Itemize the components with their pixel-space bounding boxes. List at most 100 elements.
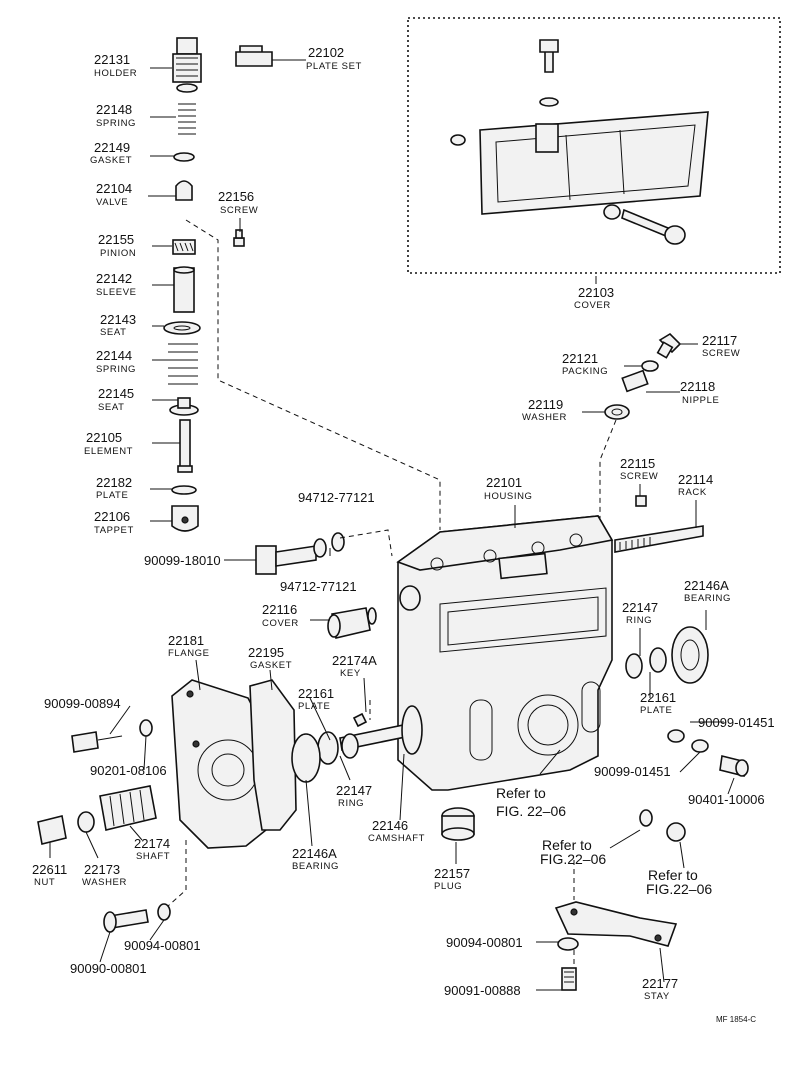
label-94712-77121-top: 94712-77121: [298, 490, 375, 505]
label-22103-name: COVER: [574, 300, 611, 311]
label-22101-number: 22101: [486, 475, 522, 490]
rack-drawing: [614, 525, 704, 553]
label-22177-number: 22177: [642, 976, 678, 991]
cover-assembly-drawing: [450, 39, 709, 245]
label-22147-right-number: 22147: [622, 600, 658, 615]
label-22161-right-number: 22161: [640, 690, 676, 705]
cover-22116-drawing: [327, 607, 377, 639]
label-22146A-left-number: 22146A: [292, 846, 337, 861]
label-22157-number: 22157: [434, 866, 470, 881]
ref3-line2: FIG.22–06: [646, 881, 712, 897]
label-22147-left-number: 22147: [336, 783, 372, 798]
ref3-line1: Refer to: [648, 867, 698, 883]
label-22173-number: 22173: [84, 862, 120, 877]
label-22116-name: COVER: [262, 618, 299, 629]
label-22177-name: STAY: [644, 991, 670, 1002]
label-22146-name: CAMSHAFT: [368, 833, 425, 844]
bolt-washers-drawing: [255, 532, 345, 575]
label-22119-number: 22119: [528, 397, 563, 412]
gasket-drawing: [249, 679, 297, 831]
label-90401-10006: 90401-10006: [688, 792, 765, 807]
label-22103-number: 22103: [578, 285, 614, 300]
label-22145-name: SEAT: [98, 402, 125, 413]
label-22174-number: 22174: [134, 836, 170, 851]
label-90094-00801-b: 90094-00801: [446, 935, 523, 950]
plate-set-drawing: [235, 45, 273, 67]
label-22101-name: HOUSING: [484, 491, 533, 502]
standard-part-labels: 94712-77121 94712-77121 90099-18010 9009…: [44, 490, 775, 998]
label-22611-name: NUT: [34, 877, 55, 888]
plug-drawing: [441, 807, 475, 841]
pump-element-stack-drawing: [163, 37, 202, 532]
label-22147-right-name: RING: [626, 615, 652, 626]
screw-22115-drawing: [635, 495, 647, 507]
label-22161-left-name: PLATE: [298, 701, 330, 712]
label-22117-name: SCREW: [702, 348, 740, 359]
ref2-line2: FIG.22–06: [540, 851, 606, 867]
label-22148-number: 22148: [96, 102, 132, 117]
label-22161-left-number: 22161: [298, 686, 334, 701]
label-22114-number: 22114: [678, 472, 713, 487]
label-22149-number: 22149: [94, 140, 130, 155]
label-22174A-number: 22174A: [332, 653, 377, 668]
label-22131-name: HOLDER: [94, 68, 137, 79]
label-90201-08106: 90201-08106: [90, 763, 167, 778]
label-22142-number: 22142: [96, 271, 132, 286]
label-22121-name: PACKING: [562, 366, 608, 377]
label-22195-number: 22195: [248, 645, 284, 660]
label-22173-name: WASHER: [82, 877, 127, 888]
label-22181-number: 22181: [168, 633, 204, 648]
label-22106-name: TAPPET: [94, 525, 134, 536]
label-22115-name: SCREW: [620, 471, 658, 482]
label-22131-number: 22131: [94, 52, 130, 67]
label-22145-number: 22145: [98, 386, 134, 401]
label-22146A-right-number: 22146A: [684, 578, 729, 593]
ref1-line2: FIG. 22–06: [496, 803, 566, 819]
label-22118-name: NIPPLE: [682, 395, 719, 406]
label-22146-number: 22146: [372, 818, 408, 833]
label-22106-number: 22106: [94, 509, 130, 524]
screw-22156-drawing: [233, 229, 245, 247]
label-22182-number: 22182: [96, 475, 132, 490]
label-22146A-left-name: BEARING: [292, 861, 339, 872]
label-22115-number: 22115: [620, 456, 655, 471]
label-22118-number: 22118: [680, 379, 715, 394]
assembly-lines: [167, 219, 617, 965]
bottom-left-parts-drawing: [37, 719, 171, 933]
label-90091-00888: 90091-00888: [444, 983, 521, 998]
figure-references: Refer to FIG. 22–06 Refer to FIG.22–06 R…: [496, 785, 712, 897]
leader-lines: [49, 59, 735, 991]
label-22105-name: ELEMENT: [84, 446, 133, 457]
label-22146A-right-name: BEARING: [684, 593, 731, 604]
label-22148-name: SPRING: [96, 118, 136, 129]
label-22119-name: WASHER: [522, 412, 567, 423]
label-22181-name: FLANGE: [168, 648, 210, 659]
label-94712-77121-bottom: 94712-77121: [280, 579, 357, 594]
label-22143-name: SEAT: [100, 327, 127, 338]
label-22174-name: SHAFT: [136, 851, 170, 862]
label-22142-name: SLEEVE: [96, 287, 137, 298]
cover-inset-box: [407, 17, 781, 274]
label-22161-right-name: PLATE: [640, 705, 672, 716]
label-90099-01451-b: 90099-01451: [594, 764, 671, 779]
label-22121-number: 22121: [562, 351, 598, 366]
label-22156-name: SCREW: [220, 205, 258, 216]
label-22157-name: PLUG: [434, 881, 462, 892]
label-90099-01451-a: 90099-01451: [698, 715, 775, 730]
label-22147-left-name: RING: [338, 798, 364, 809]
label-22102-number: 22102: [308, 45, 344, 60]
label-22195-name: GASKET: [250, 660, 292, 671]
right-bearing-set-drawing: [625, 626, 749, 777]
label-22105-number: 22105: [86, 430, 122, 445]
label-22149-name: GASKET: [90, 155, 132, 166]
housing-drawing: [396, 515, 614, 791]
label-90099-18010: 90099-18010: [144, 553, 221, 568]
nipple-assembly-drawing: [604, 332, 682, 420]
label-22144-number: 22144: [96, 348, 132, 363]
camshaft-drawing: [291, 705, 423, 783]
label-22102-name: PLATE SET: [306, 61, 362, 72]
ref2-line1: Refer to: [542, 837, 592, 853]
label-22114-name: RACK: [678, 487, 707, 498]
